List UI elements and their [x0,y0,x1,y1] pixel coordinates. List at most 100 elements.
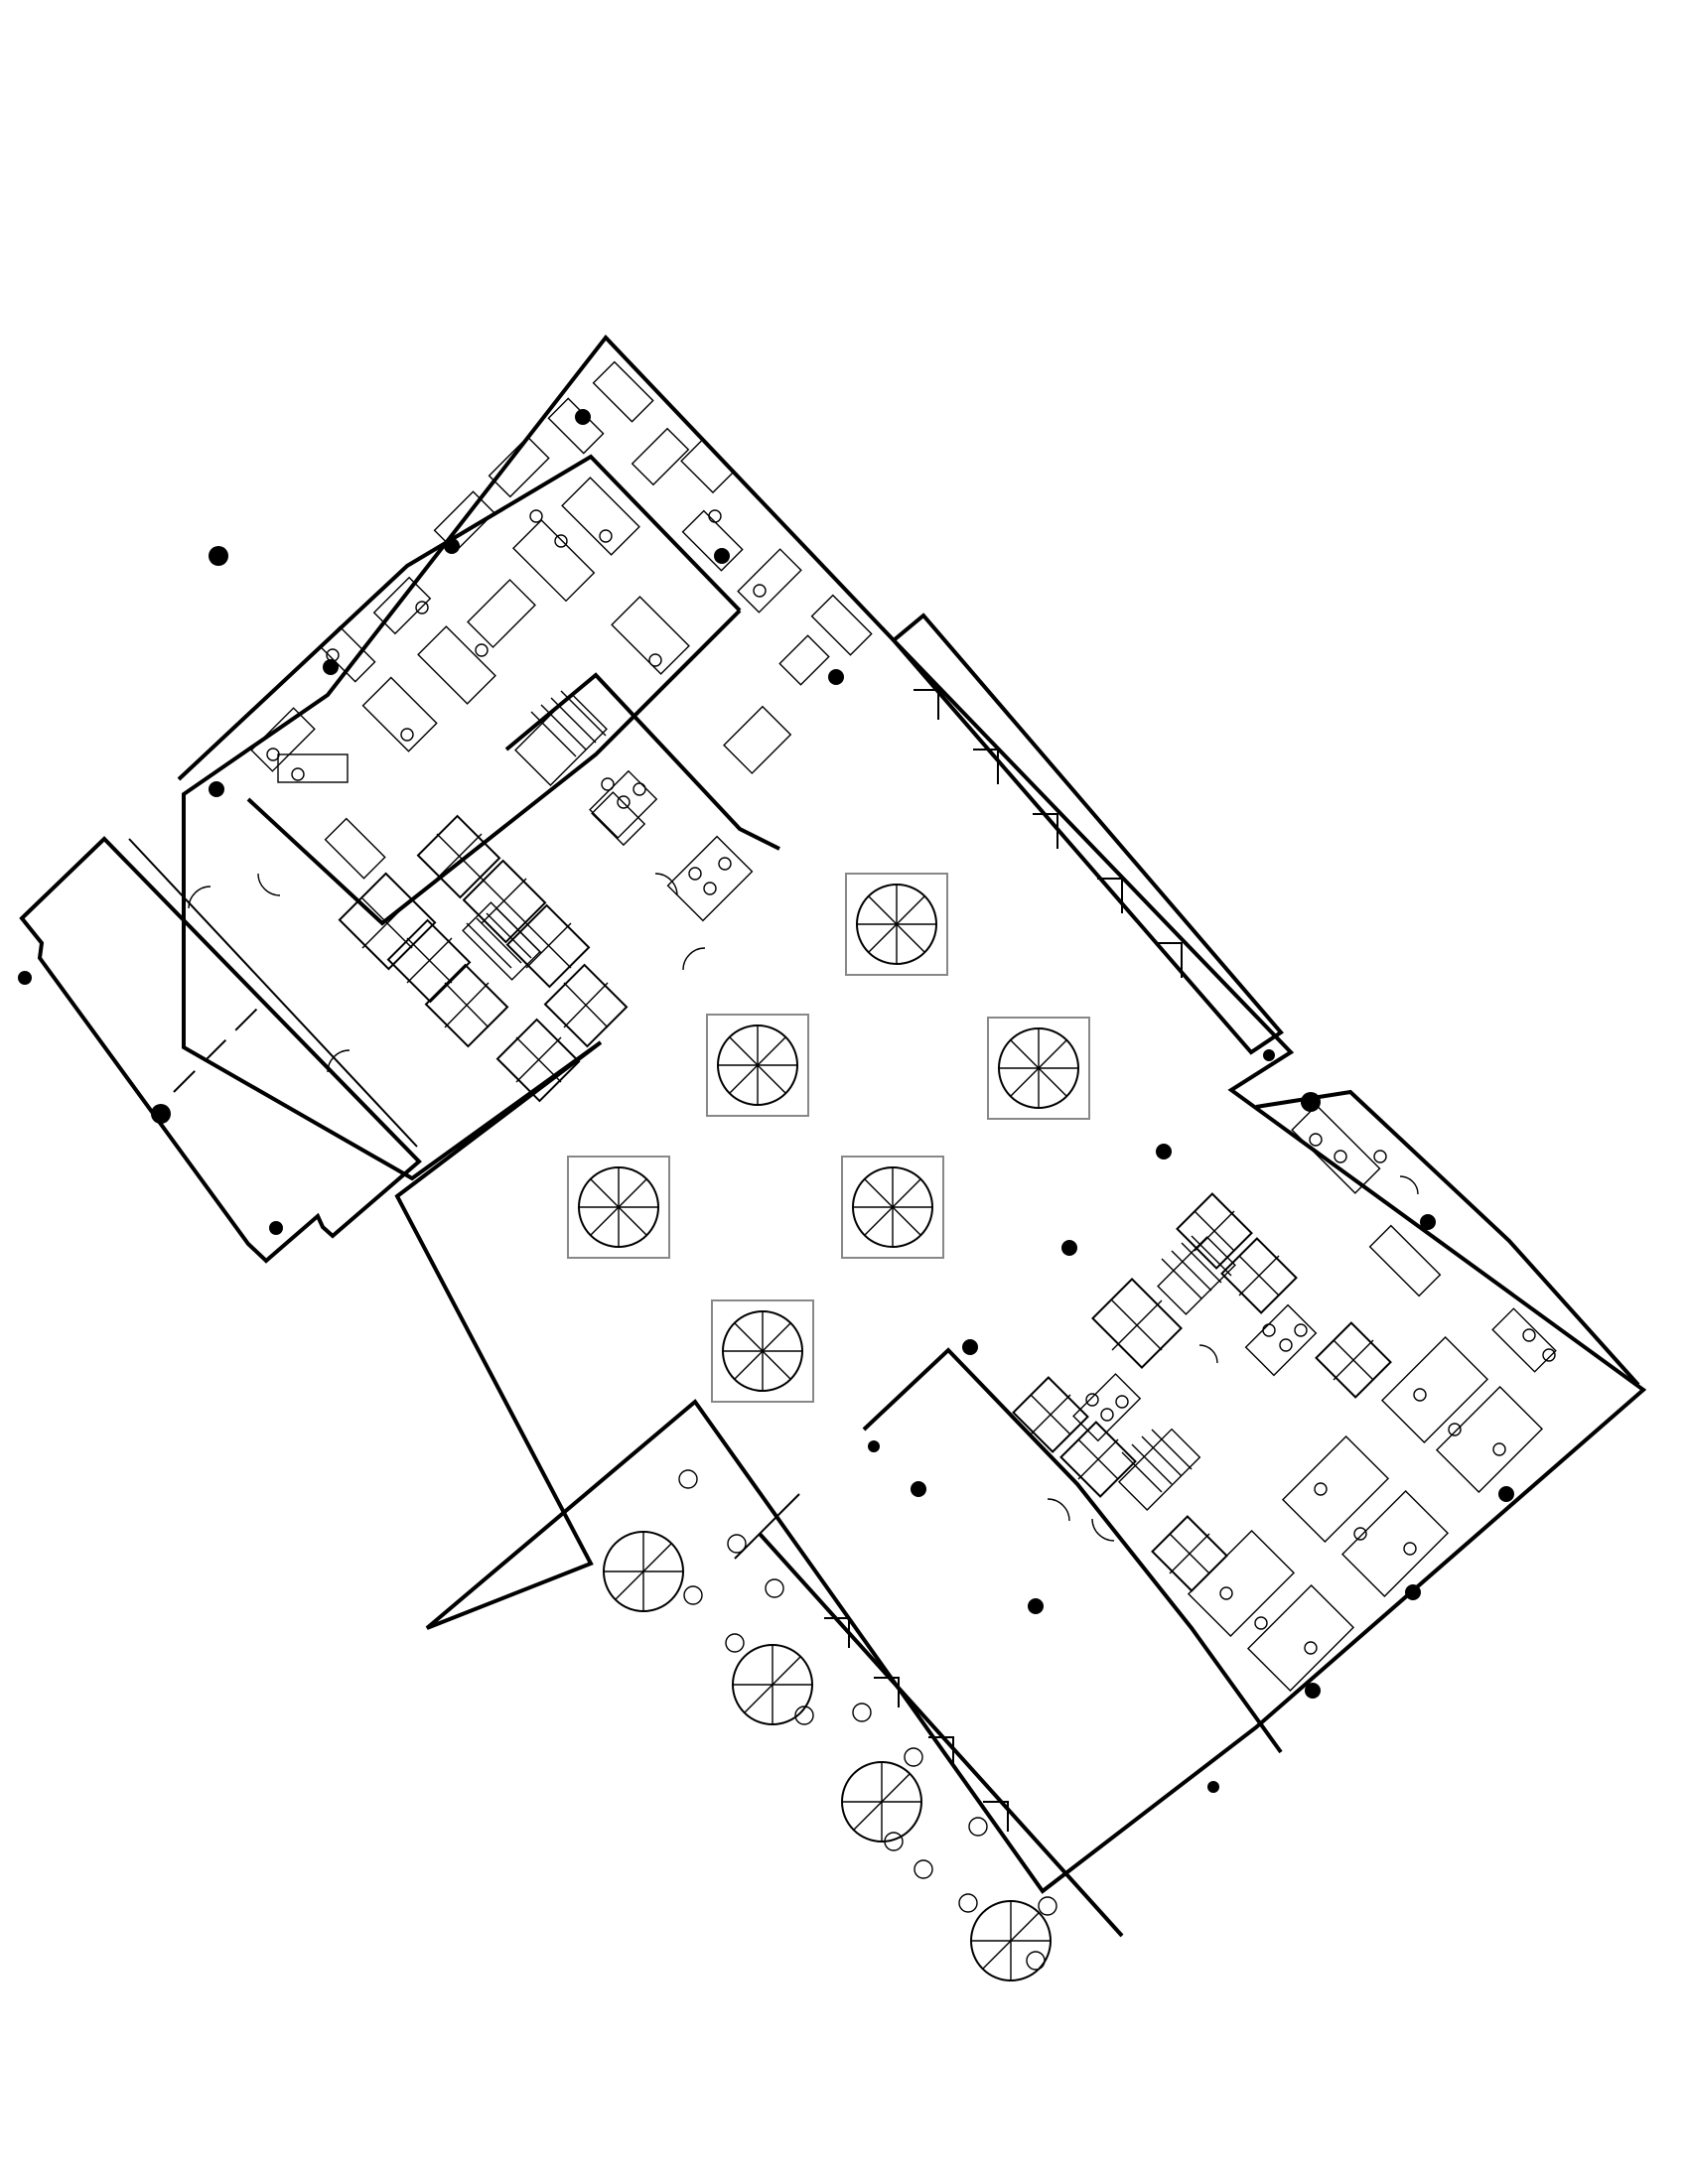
elevator-x [361,833,609,1083]
elevator-shaft [338,872,437,971]
column [444,538,460,554]
workstation [1340,1489,1450,1598]
column [962,1339,978,1355]
workstation [680,439,736,494]
workstation [488,436,550,498]
bistro-table [678,1469,698,1489]
workstation [778,634,830,686]
south-core [1012,1192,1392,1592]
column [1028,1598,1044,1614]
workstation [681,509,744,572]
north-office-wall [177,454,742,781]
entrance-vestibule [19,836,422,1264]
atrium-trees [567,873,1090,1403]
bistro-table [1038,1896,1057,1916]
restroom [1072,1303,1318,1442]
mullions [824,689,1183,1832]
workstation [1246,1583,1355,1693]
bistro-table [725,1633,745,1653]
workstation [372,576,432,635]
workstation [250,707,316,772]
vestibule-partition [128,838,418,1148]
column [269,1221,283,1235]
workstations-north [250,360,873,880]
terrace-tables [678,1469,1057,1971]
stair [462,901,542,981]
north-core-wall [504,672,780,851]
column [1405,1584,1421,1600]
stair [1117,1428,1201,1512]
column [828,669,844,685]
stair [1157,1235,1236,1315]
bistro-table [958,1893,978,1913]
bistro-table [884,1832,904,1851]
column [1263,1049,1275,1061]
column [209,781,224,797]
workstation [810,594,873,656]
column [714,548,730,564]
bistro-table [765,1578,784,1598]
tree-planter [841,1156,944,1259]
workstation [547,397,605,455]
workstation [1281,1434,1390,1544]
column [1498,1486,1514,1502]
tree-planter [845,873,948,976]
columns [18,409,1514,1793]
bistro-table [727,1534,747,1554]
bistro-table [968,1817,988,1837]
workstation [433,490,495,553]
column [1305,1683,1321,1699]
column [18,971,32,985]
terrace-rail [734,1493,800,1560]
workstation [1291,1104,1381,1194]
column [151,1104,171,1124]
vestibule-door-line [173,1002,264,1093]
interior-partitions [177,454,1640,1938]
tree [732,1644,813,1725]
bistro-table [914,1859,933,1879]
tree-planter [987,1017,1090,1120]
tree [970,1900,1052,1981]
workstation [592,360,654,423]
workstation [1368,1224,1442,1297]
workstation [561,477,640,556]
tree [603,1531,684,1612]
terrace-wall [758,1532,1124,1938]
workstation [611,596,690,675]
workstation [417,625,496,705]
workstation [631,427,690,486]
workstation [277,753,349,783]
workstation [723,705,792,774]
bistro-table [1026,1951,1046,1971]
east-office-wall [1255,1089,1640,1387]
workstation [737,548,802,614]
bistro-table [852,1703,872,1722]
tree-planter [567,1156,670,1259]
column [1061,1240,1077,1256]
column [1301,1092,1321,1112]
tree-planter [706,1014,809,1117]
south-core-wall [862,1347,1283,1754]
exterior-walls [19,334,1647,1894]
column [1207,1781,1219,1793]
workstations-east [1187,1104,1557,1693]
workstation [1380,1335,1489,1444]
tree [841,1761,922,1843]
workstation [591,791,646,847]
column [575,409,591,425]
tree-planter [711,1299,814,1403]
column [209,546,228,566]
column [1420,1214,1436,1230]
column [868,1440,880,1452]
column [1156,1144,1172,1160]
column [911,1481,926,1497]
bistro-table [904,1747,923,1767]
workstation [324,817,386,880]
restroom [589,769,754,922]
stair [514,690,608,786]
bistro-table [683,1585,703,1605]
workstation [1491,1307,1557,1373]
column [323,659,339,675]
elevator-x [1030,1210,1374,1574]
